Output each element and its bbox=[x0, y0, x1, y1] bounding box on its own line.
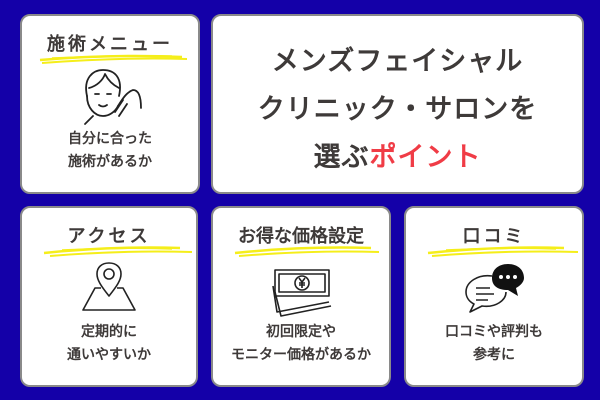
heading-line: クリニック・サロンを bbox=[257, 94, 538, 125]
highlight-stroke bbox=[234, 246, 380, 257]
heading-line: 選ぶポイント bbox=[213, 134, 582, 182]
heading-accent-text: ポイント bbox=[369, 142, 482, 173]
card-description: 定期的に 通いやすいか bbox=[22, 321, 196, 367]
card-title: アクセス bbox=[67, 226, 151, 247]
heading-line: メンズフェイシャル bbox=[271, 46, 524, 77]
card-access: アクセス 定期的に 通いやすいか bbox=[20, 206, 198, 387]
card-description: 口コミや評判も 参考に bbox=[406, 321, 582, 367]
desc-line: 初回限定や bbox=[266, 324, 336, 340]
desc-line: 参考に bbox=[473, 347, 515, 363]
face-care-icon bbox=[84, 69, 142, 125]
chat-bubbles-icon bbox=[465, 264, 524, 313]
card-reviews: 口コミ 口コミや評判も 参考に bbox=[404, 206, 584, 387]
desc-line: 口コミや評判も bbox=[445, 324, 543, 340]
heading-text: 選ぶ bbox=[313, 142, 370, 173]
card-treatment-menu: 施術メニュー 自分に合った 施術があるか bbox=[20, 14, 200, 194]
highlight-stroke bbox=[39, 54, 188, 64]
desc-line: 施術があるか bbox=[68, 154, 152, 170]
card-title: お得な価格設定 bbox=[238, 226, 364, 247]
card-title: 施術メニュー bbox=[47, 34, 173, 55]
desc-line: 定期的に bbox=[81, 324, 137, 340]
desc-line: 自分に合った bbox=[68, 131, 152, 147]
card-description: 初回限定や モニター価格があるか bbox=[213, 321, 389, 367]
main-heading: メンズフェイシャル クリニック・サロンを 選ぶポイント bbox=[213, 38, 582, 182]
yen-bills-icon bbox=[272, 269, 332, 317]
desc-line: モニター価格があるか bbox=[231, 347, 371, 363]
highlight-stroke bbox=[43, 246, 193, 257]
card-description: 自分に合った 施術があるか bbox=[22, 128, 198, 174]
card-main-title: メンズフェイシャル クリニック・サロンを 選ぶポイント bbox=[211, 14, 584, 194]
card-title: 口コミ bbox=[462, 226, 526, 247]
map-pin-icon bbox=[82, 262, 136, 311]
desc-line: 通いやすいか bbox=[67, 347, 151, 363]
card-price-setting: お得な価格設定 初回限定や モニター価格があるか bbox=[211, 206, 391, 387]
highlight-stroke bbox=[427, 246, 579, 257]
